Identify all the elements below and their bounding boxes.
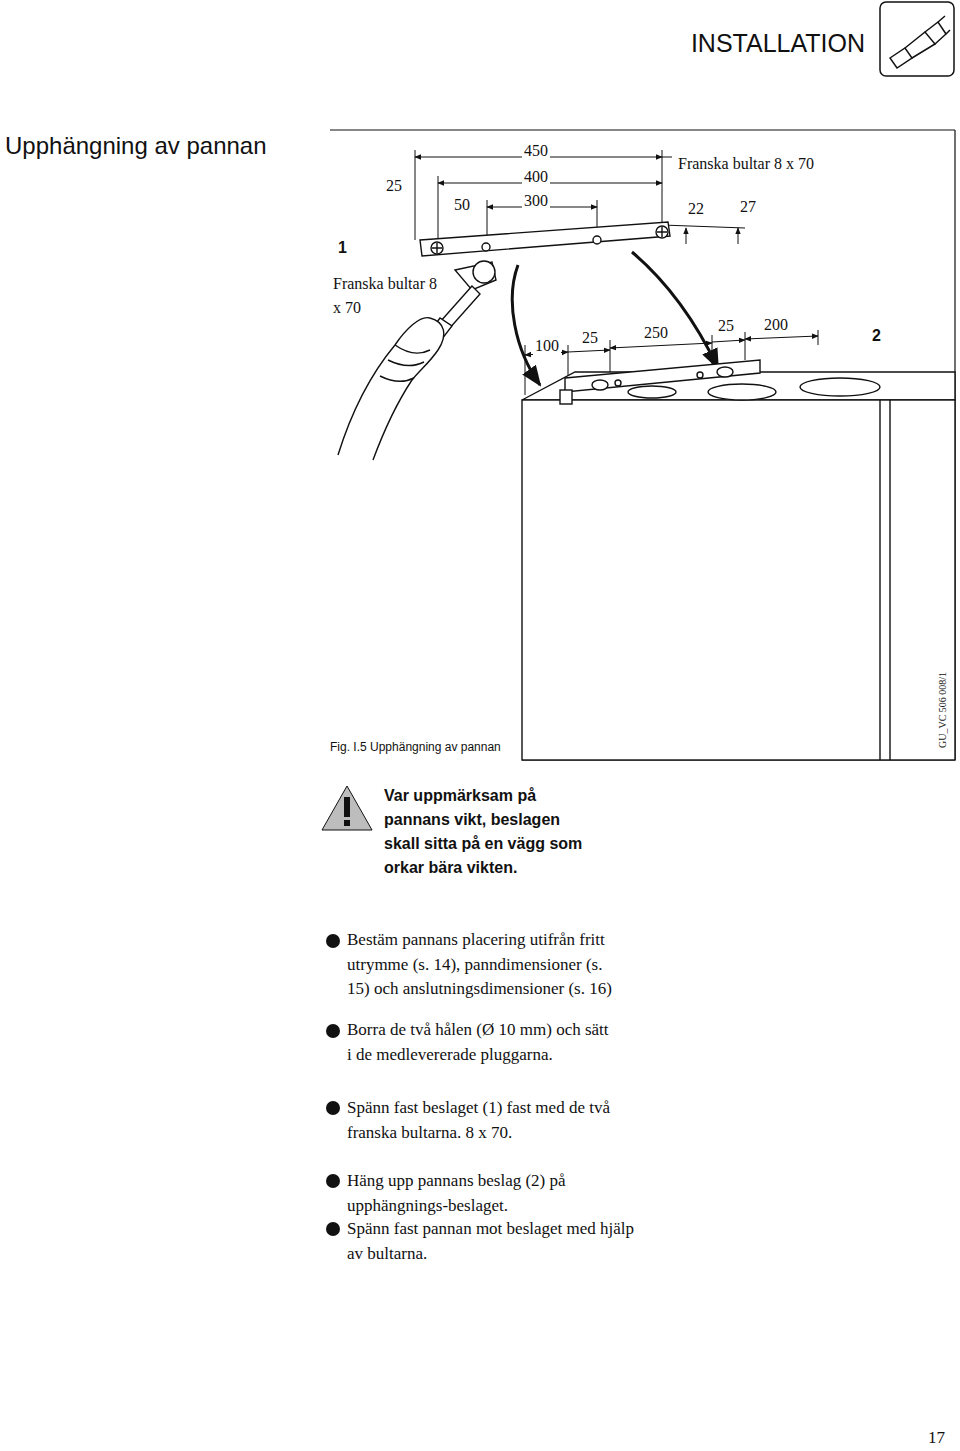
dimension: 200 <box>762 315 790 334</box>
instruction-step: Häng upp pannans beslag (2) på upphängni… <box>347 1169 612 1218</box>
section-title: Upphängning av pannan <box>5 132 267 161</box>
dimension: 100 <box>533 336 561 355</box>
callout-number: 1 <box>338 238 347 257</box>
callout-number: 2 <box>872 326 881 345</box>
warning-note: Var uppmärksam på pannans vikt, beslagen… <box>384 784 599 880</box>
dimension: 27 <box>738 197 758 216</box>
instruction-step: Spänn fast beslaget (1) fast med de två … <box>347 1096 612 1145</box>
instruction-step: Borra de två hålen (Ø 10 mm) och sätt i … <box>347 1018 612 1067</box>
dimension: 25 <box>580 328 600 347</box>
bolt-label: Franska bultar 8 x 70 <box>676 154 816 173</box>
dimension: 250 <box>642 323 670 342</box>
dimension: 300 <box>522 191 550 210</box>
instruction-step: Spänn fast pannan mot beslaget med hjälp… <box>347 1217 637 1266</box>
page-number: 17 <box>928 1428 945 1448</box>
dimension: 25 <box>384 176 404 195</box>
instruction-step: Bestäm pannans placering utifrån fritt u… <box>347 928 612 1002</box>
dimension: 50 <box>452 195 472 214</box>
dimension: 22 <box>686 199 706 218</box>
bolt-label: Franska bultar 8 x 70 <box>333 272 445 320</box>
figure-caption: Fig. I.5 Upphängning av pannan <box>330 740 501 754</box>
dimension: 400 <box>522 167 550 186</box>
page-header: INSTALLATION <box>690 28 865 58</box>
dimension: 450 <box>522 141 550 160</box>
dimension: 25 <box>716 316 736 335</box>
drawing-code: GU_VC 506 008/1 <box>937 672 949 748</box>
